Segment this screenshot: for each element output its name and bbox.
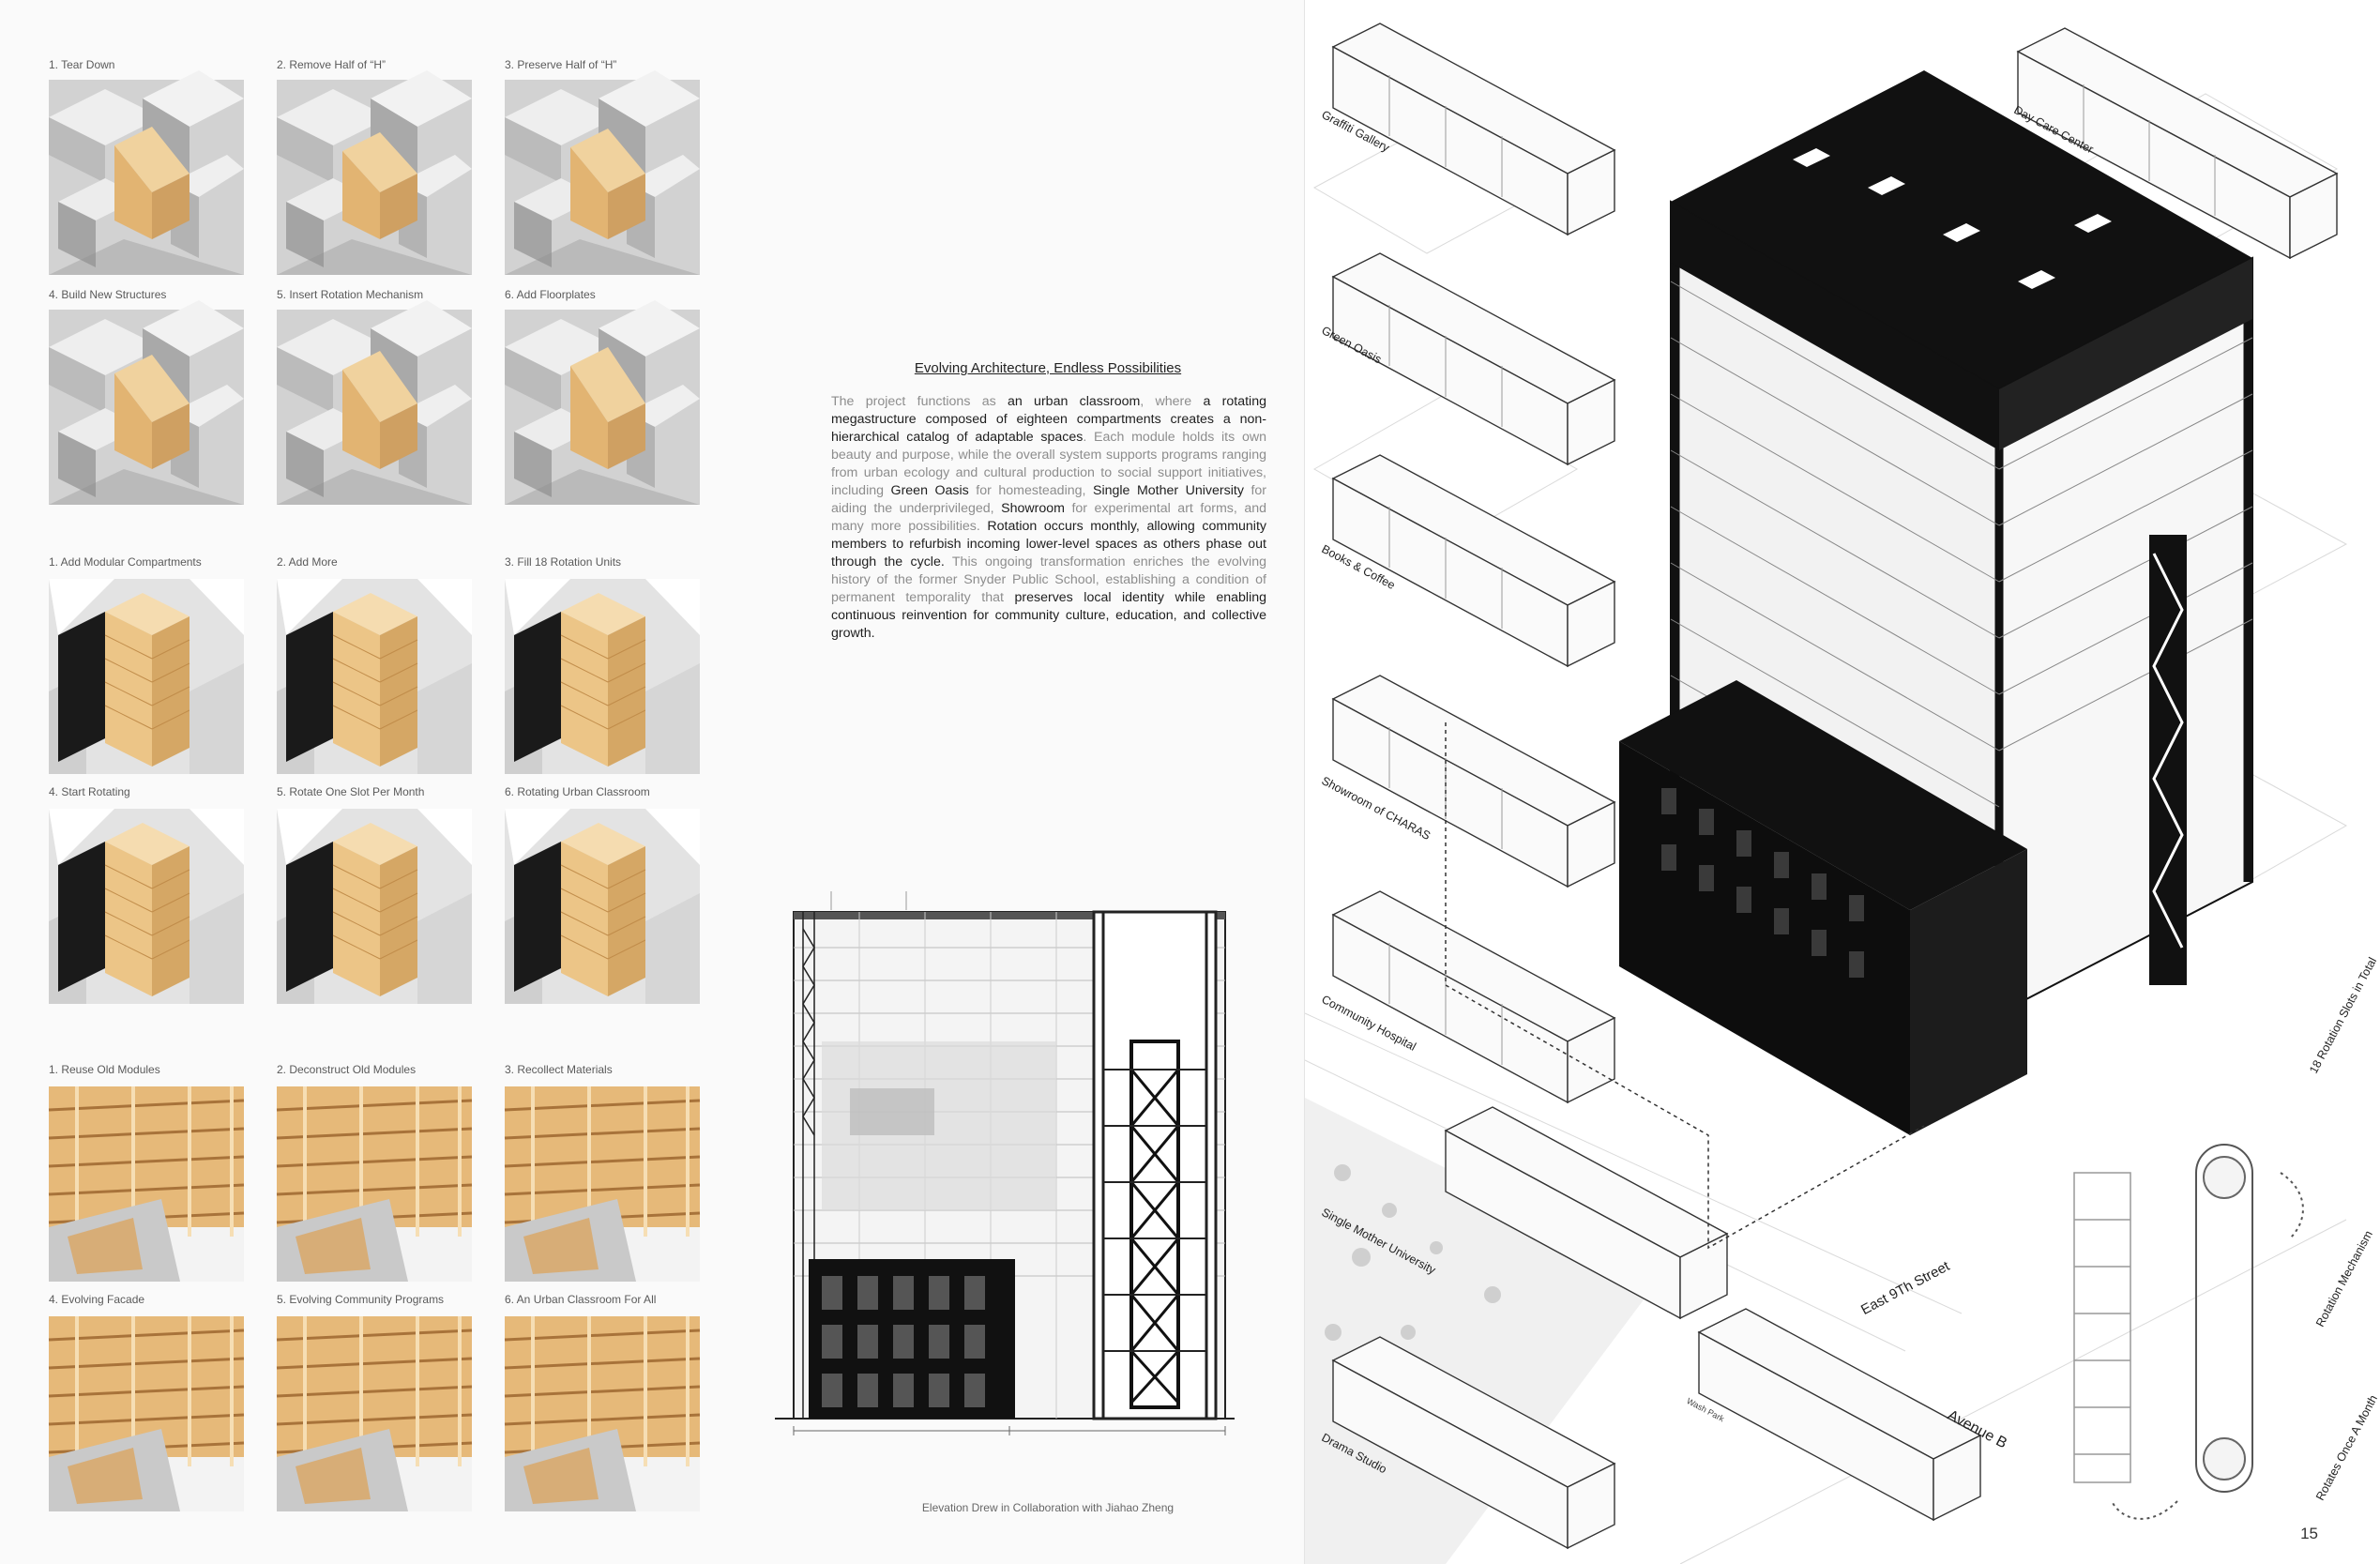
essay-highlight: Green Oasis (890, 483, 969, 498)
step-label: 3. Recollect Materials (505, 1063, 613, 1076)
step-label: 4. Start Rotating (49, 785, 130, 798)
essay-highlight: an urban classroom (1007, 394, 1141, 409)
process-thumbnail (277, 809, 472, 1004)
step-label: 5. Evolving Community Programs (277, 1293, 445, 1306)
essay-highlight: a rotating megastructure composed of eig… (831, 394, 1266, 445)
essay-text: for experimental art forms, and many mor… (831, 501, 1266, 534)
process-thumbnail (48, 1086, 245, 1282)
step-label: 6. Rotating Urban Classroom (505, 785, 650, 798)
essay-text: The project functions as (831, 394, 1008, 409)
process-thumbnail (49, 70, 244, 275)
process-thumbnail (505, 809, 700, 1004)
essay-highlight: preserves local identity while enabling … (831, 590, 1267, 641)
essay-text: . Each module holds its own beauty and p… (831, 430, 1266, 498)
page-number: 15 (2300, 1525, 2318, 1542)
process-thumbnail (277, 70, 472, 275)
process-thumbnail (504, 1316, 701, 1511)
step-label: 1. Tear Down (49, 58, 115, 71)
process-thumbnail (505, 579, 700, 774)
process-thumbnail (48, 1316, 245, 1511)
essay-highlight: Rotation occurs monthly, allowing commun… (831, 519, 1266, 569)
right-page: Graffiti Gallery Green Oasis Books & Cof… (1304, 0, 2380, 1564)
step-label: 3. Fill 18 Rotation Units (505, 555, 622, 569)
step-label: 6. Add Floorplates (505, 288, 596, 301)
process-thumbnail (276, 1086, 473, 1282)
process-thumbnail (504, 1086, 701, 1282)
essay-title: Evolving Architecture, Endless Possibili… (914, 360, 1182, 376)
axonometric-drawing (1304, 23, 2348, 1564)
process-thumbnail (277, 579, 472, 774)
essay-highlight: Showroom (1001, 501, 1065, 516)
essay-text: , where (1140, 394, 1204, 409)
step-label: 2. Remove Half of “H” (277, 58, 387, 71)
process-thumbnail (49, 579, 244, 774)
step-label: 4. Build New Structures (49, 288, 167, 301)
process-thumbnail (49, 809, 244, 1004)
essay-text: for aiding the underprivileged, (831, 483, 1267, 516)
elevation-drawing (775, 891, 1235, 1435)
step-label: 6. An Urban Classroom For All (505, 1293, 657, 1306)
essay-body: The project functions as an urban classr… (831, 393, 1266, 643)
step-label: 1. Reuse Old Modules (49, 1063, 160, 1076)
step-label: 5. Rotate One Slot Per Month (277, 785, 425, 798)
process-thumbnail (276, 1316, 473, 1511)
step-label: 2. Add More (277, 555, 338, 569)
essay-text: for homesteading, (968, 483, 1093, 498)
process-thumbnail (505, 70, 700, 275)
step-label: 1. Add Modular Compartments (49, 555, 202, 569)
step-label: 2. Deconstruct Old Modules (277, 1063, 417, 1076)
essay-text: This ongoing transformation enriches the… (831, 554, 1266, 605)
left-page: 1. Tear Down 2. Remove Half of “H” (48, 58, 1267, 1514)
essay-highlight: Single Mother University (1092, 483, 1244, 498)
process-thumbnail (505, 300, 700, 505)
process-thumbnail (49, 300, 244, 505)
step-label: 5. Insert Rotation Mechanism (277, 288, 424, 301)
process-thumbnail (277, 300, 472, 505)
step-label: 4. Evolving Facade (49, 1293, 145, 1306)
step-label: 3. Preserve Half of “H” (505, 58, 617, 71)
elevation-caption: Elevation Drew in Collaboration with Jia… (921, 1501, 1175, 1514)
